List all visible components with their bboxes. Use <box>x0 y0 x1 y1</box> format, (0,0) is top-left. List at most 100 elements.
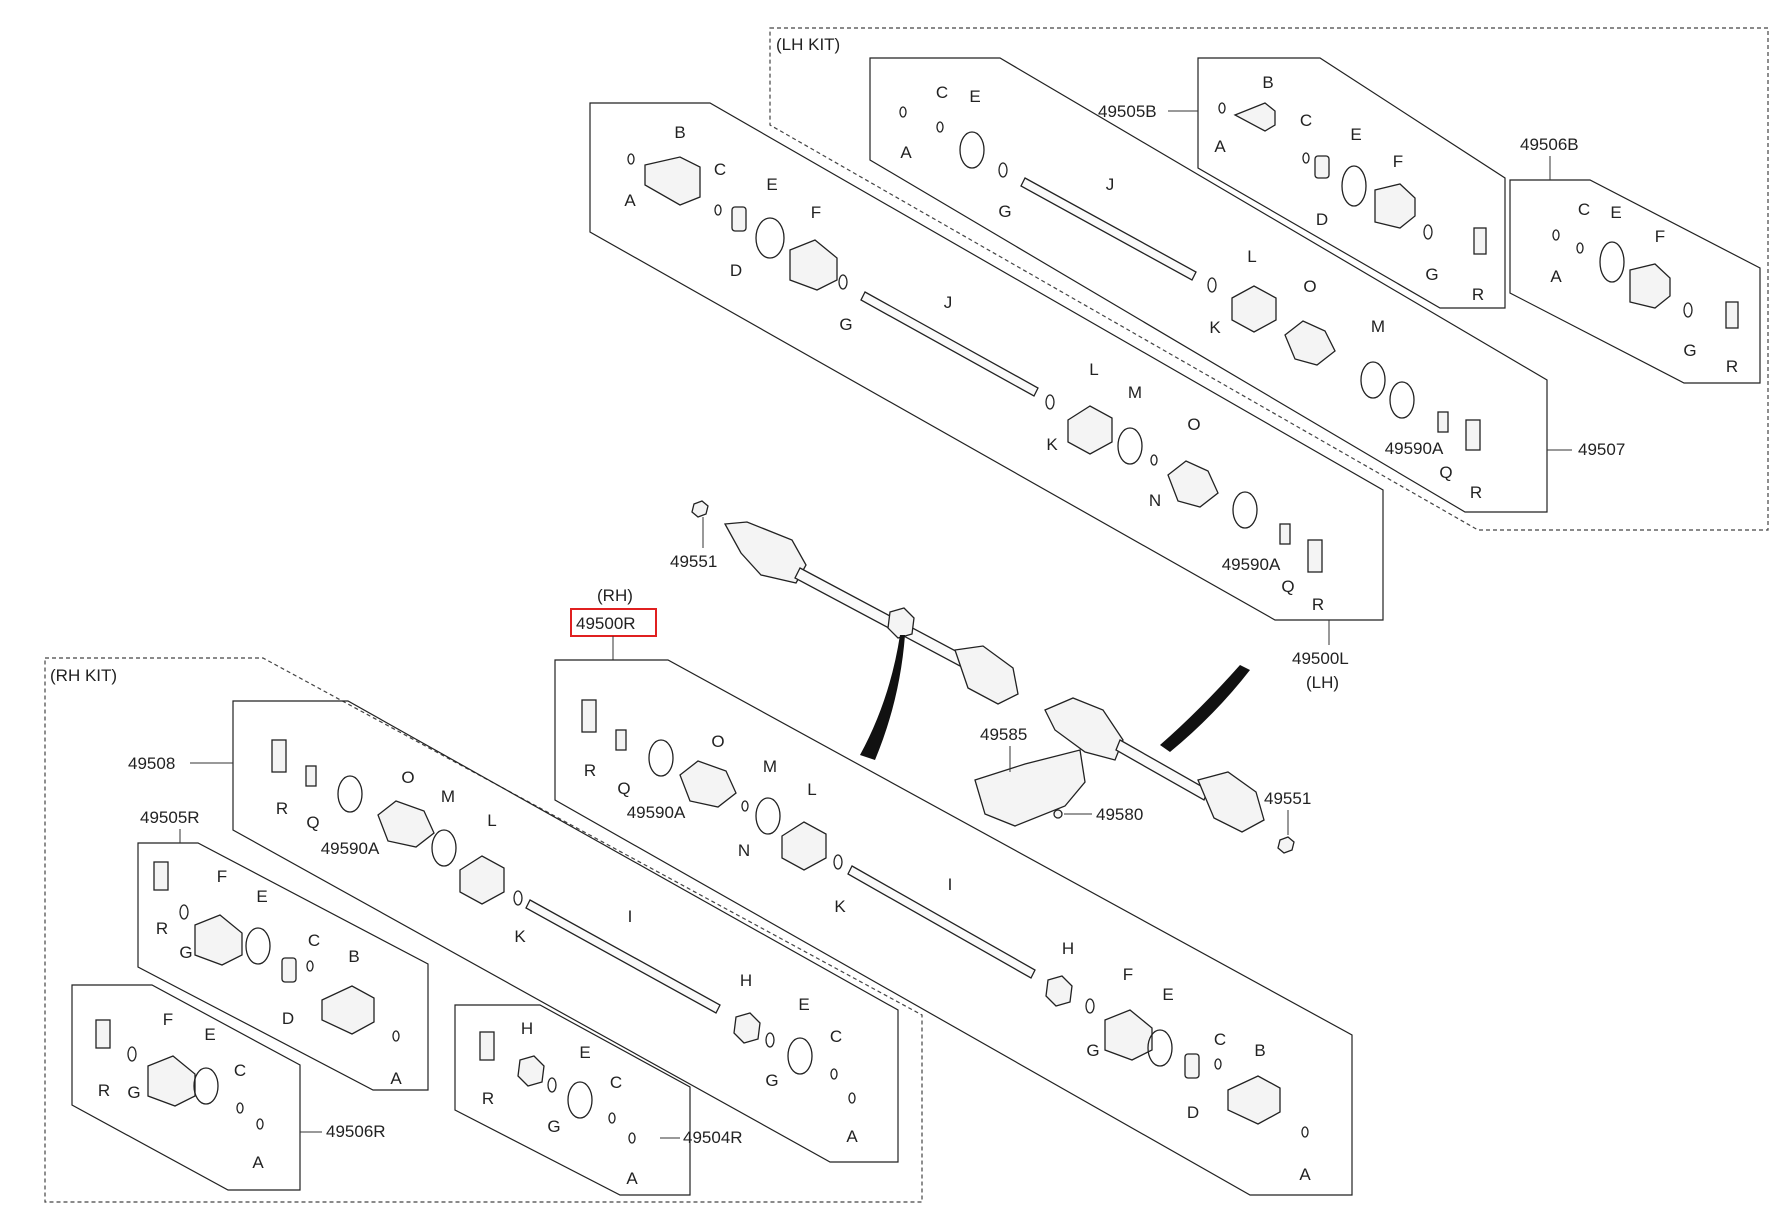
letter-R: R <box>276 799 288 818</box>
letter-B: B <box>674 123 685 142</box>
letter-J: J <box>1106 175 1115 194</box>
letter-A: A <box>626 1169 638 1188</box>
letter-G: G <box>179 943 192 962</box>
frame-49506R <box>71 984 301 1191</box>
letter-A: A <box>1550 267 1562 286</box>
letter-J: J <box>944 293 953 312</box>
part-number-49500L[interactable]: 49500L <box>1292 649 1349 668</box>
nut-49551-bottom[interactable] <box>1277 836 1295 854</box>
letter-R: R <box>482 1089 494 1108</box>
letter-C: C <box>610 1073 622 1092</box>
letter-B: B <box>348 947 359 966</box>
letter-R: R <box>156 919 168 938</box>
letter-L: L <box>1089 360 1098 379</box>
letter-I: I <box>628 907 633 926</box>
part-number-49585[interactable]: 49585 <box>980 725 1027 744</box>
frame-49505R <box>137 842 429 1091</box>
letter-G: G <box>1683 341 1696 360</box>
letter-E: E <box>1610 203 1621 222</box>
letter-B: B <box>1254 1041 1265 1060</box>
part-number-49580[interactable]: 49580 <box>1096 805 1143 824</box>
letter-O: O <box>1187 415 1200 434</box>
rh-kit-label: (RH KIT) <box>50 666 117 685</box>
part-number-49508[interactable]: 49508 <box>128 754 175 773</box>
part-number-49551-bottom[interactable]: 49551 <box>1264 789 1311 808</box>
letter-C: C <box>234 1061 246 1080</box>
nut-49551-top[interactable] <box>691 500 709 518</box>
rh-kit-group: (RH KIT) 49508 R Q 49590A O M L K I H G … <box>44 657 923 1203</box>
items-49506R: R G F E C A <box>95 1010 264 1172</box>
lh-kit-outline <box>769 27 1769 531</box>
letter-G: G <box>1086 1041 1099 1060</box>
part-number-49506R[interactable]: 49506R <box>326 1122 386 1141</box>
letter-C: C <box>830 1027 842 1046</box>
part-number-49504R[interactable]: 49504R <box>683 1128 743 1147</box>
letter-C: C <box>1300 111 1312 130</box>
letter-F: F <box>217 867 227 886</box>
part-number-49551-top[interactable]: 49551 <box>670 552 717 571</box>
letter-K: K <box>1209 318 1221 337</box>
letter-C: C <box>1578 200 1590 219</box>
letter-K: K <box>514 927 526 946</box>
letter-D: D <box>1187 1103 1199 1122</box>
letter-K: K <box>834 897 846 916</box>
letter-Q: Q <box>617 779 630 798</box>
letter-H: H <box>740 971 752 990</box>
part-number-49506B[interactable]: 49506B <box>1520 135 1579 154</box>
items-49505R: R G F E D C B A <box>153 861 402 1088</box>
letter-E: E <box>766 175 777 194</box>
letter-K: K <box>1046 435 1058 454</box>
part-number-49505B[interactable]: 49505B <box>1098 102 1157 121</box>
letter-E: E <box>256 887 267 906</box>
bolt-49580[interactable] <box>1053 809 1063 819</box>
letter-L: L <box>487 811 496 830</box>
part-number-49507[interactable]: 49507 <box>1578 440 1625 459</box>
lh-kit-group: (LH KIT) 49505B A B C D E F G R 49506B A… <box>769 27 1769 531</box>
letter-Q: Q <box>1439 463 1452 482</box>
letter-A: A <box>624 191 636 210</box>
letter-R: R <box>1726 357 1738 376</box>
letter-F: F <box>1655 227 1665 246</box>
letter-M: M <box>1371 317 1385 336</box>
bracket-49585[interactable] <box>974 749 1086 827</box>
letter-G: G <box>765 1071 778 1090</box>
lh-assembly-group: 49500L (LH) A B C D E F G J K L M N O 49… <box>589 102 1384 692</box>
letter-A: A <box>1299 1165 1311 1184</box>
letter-E: E <box>579 1043 590 1062</box>
letter-F: F <box>163 1010 173 1029</box>
part-49590A[interactable]: 49590A <box>1385 439 1444 458</box>
letter-L: L <box>1247 247 1256 266</box>
part-number-49500R[interactable]: 49500R <box>576 614 636 633</box>
letter-A: A <box>900 143 912 162</box>
letter-C: C <box>714 160 726 179</box>
letter-C: C <box>308 931 320 950</box>
frame-49508 <box>232 700 899 1163</box>
letter-E: E <box>204 1025 215 1044</box>
letter-C: C <box>936 83 948 102</box>
part-49590A[interactable]: 49590A <box>1222 555 1281 574</box>
rh-side-label: (RH) <box>597 586 633 605</box>
letter-E: E <box>798 995 809 1014</box>
letter-B: B <box>1262 73 1273 92</box>
letter-O: O <box>711 732 724 751</box>
letter-O: O <box>1303 277 1316 296</box>
letter-A: A <box>846 1127 858 1146</box>
frame-49500L <box>589 102 1384 621</box>
part-49590A[interactable]: 49590A <box>321 839 380 858</box>
letter-F: F <box>1393 152 1403 171</box>
callout-wedge-right <box>1160 665 1250 752</box>
letter-C: C <box>1214 1030 1226 1049</box>
letter-E: E <box>1162 985 1173 1004</box>
part-49590A[interactable]: 49590A <box>627 803 686 822</box>
frame-49504R <box>454 1004 691 1196</box>
rh-assembly-group: (RH) 49500R R Q 49590A O N M L K I H G F… <box>554 586 1353 1196</box>
letter-R: R <box>1312 595 1324 614</box>
part-number-49505R[interactable]: 49505R <box>140 808 200 827</box>
letter-E: E <box>969 87 980 106</box>
items-49508: R Q 49590A O M L K I H G E C A <box>271 739 858 1146</box>
letter-N: N <box>738 841 750 860</box>
items-49506B: A C E F G R <box>1550 200 1739 376</box>
letter-R: R <box>1470 483 1482 502</box>
frame-49505B <box>1197 57 1506 309</box>
